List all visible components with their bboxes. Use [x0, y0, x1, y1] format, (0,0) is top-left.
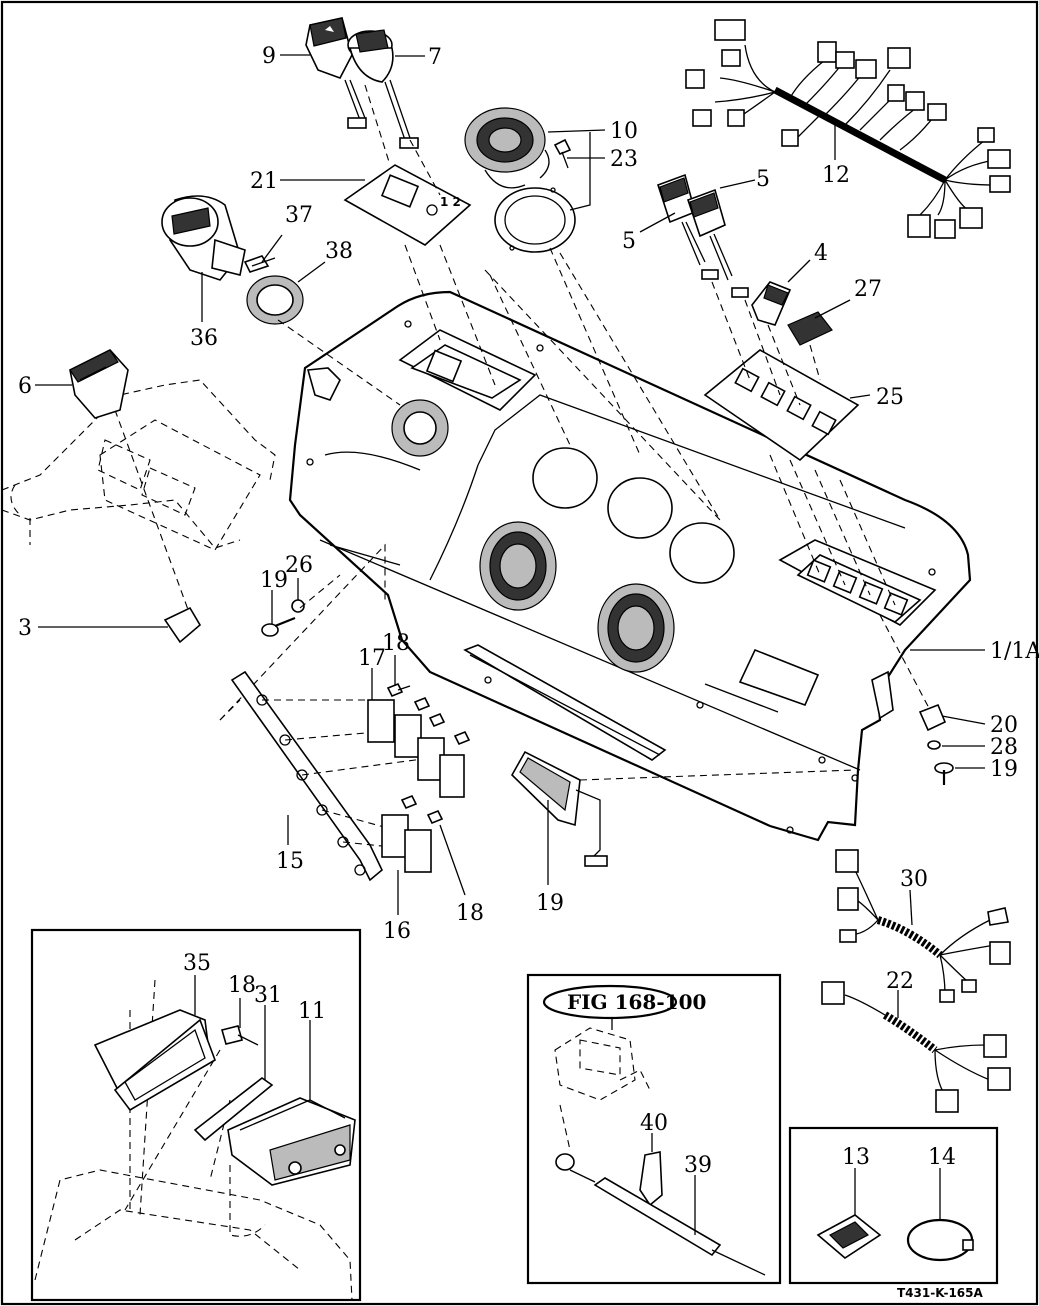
part-31-trim [193, 1077, 274, 1142]
callout-25: 25 [876, 385, 904, 410]
part-27-blank [787, 311, 833, 346]
part-40-clip [639, 1151, 663, 1207]
callout-36: 36 [190, 326, 218, 351]
callout-19-left: 19 [260, 568, 288, 593]
callout-13: 13 [842, 1145, 870, 1170]
callout-3: 3 [18, 616, 32, 641]
callout-14: 14 [928, 1145, 956, 1170]
callout-5-lower: 5 [622, 229, 636, 254]
callout-16: 16 [383, 919, 411, 944]
part-5-switch-a [657, 173, 719, 280]
callout-22: 22 [886, 969, 914, 994]
part-36-rotary-switch [161, 195, 246, 281]
callout-18-lower: 18 [456, 901, 484, 926]
callout-4: 4 [814, 241, 828, 266]
callout-6: 6 [18, 374, 32, 399]
part-6-connector [69, 349, 129, 419]
part-30-harness [835, 849, 1011, 1003]
callout-7: 7 [428, 45, 442, 70]
cable-inset-box [526, 973, 782, 1285]
callout-9: 9 [262, 44, 276, 69]
callout-11: 11 [298, 999, 326, 1024]
figure-reference-oval [542, 984, 678, 1020]
part-22-harness [821, 981, 1011, 1113]
callout-26: 26 [285, 553, 313, 578]
callout-23: 23 [610, 147, 638, 172]
drawing-code: T431-K-165A [897, 1286, 984, 1300]
callout-30: 30 [900, 867, 928, 892]
fastener-inset-box [788, 1126, 999, 1285]
callout-28: 28 [990, 735, 1018, 760]
part-21-switch-plate: 1 2 [343, 164, 472, 246]
part-19-bolt-left [261, 616, 296, 637]
part-13-clip [816, 1214, 882, 1259]
figure-reference-label: FIG 168-100 [567, 990, 706, 1014]
callout-18-upper: 18 [382, 631, 410, 656]
leader-lines [35, 54, 986, 1235]
part-11-radio [227, 1097, 356, 1186]
bracket-3 [163, 606, 202, 644]
svg-text:1 2: 1 2 [440, 195, 461, 209]
callout-1-1a: 1/1A [990, 639, 1039, 664]
callout-labels: 9 7 10 23 12 5 5 21 37 38 4 27 36 6 25 2… [18, 44, 1039, 1178]
part-18-screw-inset [221, 1025, 259, 1046]
panel-vent-right [597, 583, 675, 673]
left-mount-outline [1, 379, 276, 644]
part-10-vent [464, 107, 550, 189]
part-12-wiring-harness [685, 19, 1011, 239]
cable-inset [542, 984, 766, 1276]
part-23-screw [553, 138, 572, 169]
callout-21: 21 [250, 169, 278, 194]
callout-39: 39 [684, 1153, 712, 1178]
radio-inset [34, 979, 356, 1301]
callout-19-lamp: 19 [536, 891, 564, 916]
callout-5-upper: 5 [756, 167, 770, 192]
part-7-rotary-knob [347, 29, 419, 149]
part-5-switch-b [686, 188, 749, 298]
part-35-housing [93, 1009, 216, 1112]
callout-20: 20 [990, 713, 1018, 738]
callout-18-inset: 18 [228, 973, 256, 998]
callout-19-right: 19 [990, 757, 1018, 782]
part-10-trim-ring [494, 187, 576, 253]
radio-inset-box [30, 928, 362, 1302]
callout-10: 10 [610, 119, 638, 144]
callout-15: 15 [276, 849, 304, 874]
callout-17: 17 [358, 646, 386, 671]
part-37-screw [243, 255, 276, 273]
reference-assembly-sketch [554, 1027, 651, 1151]
part-4-rocker-switch [751, 281, 792, 326]
part-19-lamp [511, 750, 856, 867]
callout-38: 38 [325, 239, 353, 264]
part-28-washer [927, 740, 941, 750]
callout-27: 27 [854, 277, 882, 302]
part-25-switch-panel [703, 349, 860, 462]
part-19-bolt-right [934, 762, 954, 785]
callout-31: 31 [254, 983, 282, 1008]
part-38-bezel [246, 275, 304, 325]
relay-assembly [219, 543, 471, 882]
callout-37: 37 [285, 203, 313, 228]
part-39-cable [555, 1153, 766, 1276]
callout-35: 35 [183, 951, 211, 976]
part-14-clamp [906, 1218, 974, 1262]
callout-12: 12 [822, 163, 850, 188]
part-9-switch [305, 17, 367, 129]
callout-40: 40 [640, 1111, 668, 1136]
dash-panel [288, 290, 972, 842]
part-20-bracket [918, 703, 947, 732]
panel-vent-left [479, 521, 557, 611]
